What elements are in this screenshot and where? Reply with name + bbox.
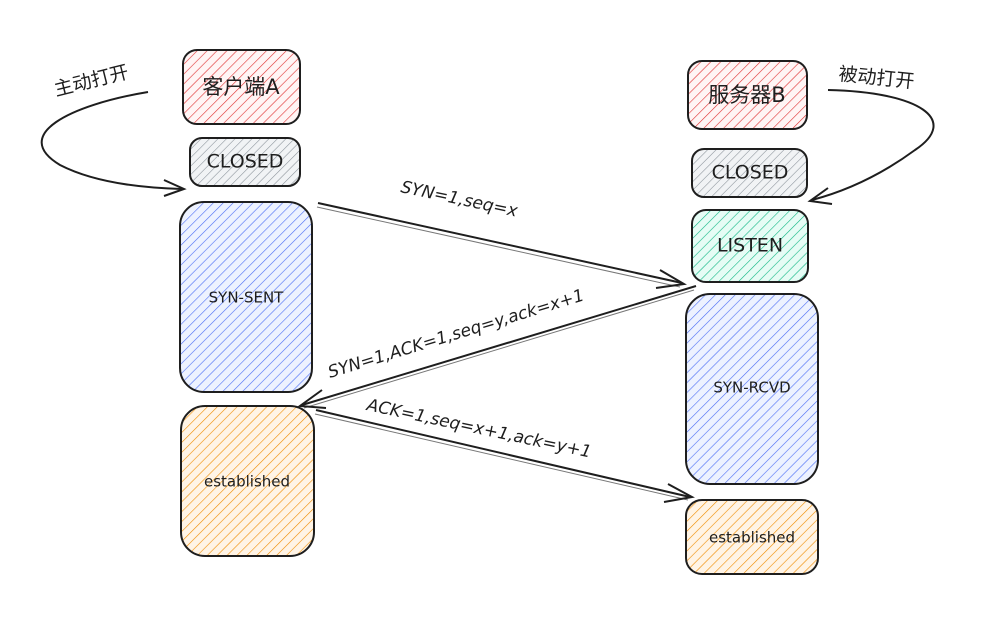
message-ack-arrow	[315, 409, 691, 498]
message-syn-ack-arrow	[301, 285, 697, 406]
server-title: 服务器B	[708, 83, 785, 107]
message-ack: ACK=1,seq=x+1,ack=y+1	[314, 395, 695, 503]
server-title-box	[687, 60, 808, 130]
server-state-closed-box	[691, 148, 808, 198]
server-state-listen: LISTEN	[717, 235, 783, 257]
active-open-label: 主动打开	[52, 61, 131, 101]
server-state-established-box	[685, 499, 819, 575]
passive-open-arrowhead	[807, 187, 833, 205]
client-state-syn-sent-box	[179, 201, 313, 393]
active-open-annotation: 主动打开	[40, 61, 187, 197]
client-state-established: established	[204, 473, 290, 491]
server-state-syn-rcvd: SYN-RCVD	[713, 379, 790, 397]
server-column: 服务器B CLOSED LISTEN SYN-RCVD established	[685, 60, 819, 575]
message-syn: SYN=1,seq=x	[316, 177, 687, 289]
server-state-syn-rcvd-box	[685, 293, 819, 485]
passive-open-label: 被动打开	[837, 63, 915, 93]
active-open-arrowhead	[163, 179, 187, 197]
client-column: 客户端A CLOSED SYN-SENT established	[179, 49, 315, 557]
message-ack-arrowhead	[663, 483, 695, 503]
client-title: 客户端A	[202, 75, 280, 99]
passive-open-annotation: 被动打开	[807, 63, 935, 205]
message-syn-arrow	[317, 202, 683, 284]
active-open-arrow	[40, 91, 183, 190]
server-state-closed: CLOSED	[712, 162, 789, 184]
message-syn-ack-arrowhead	[297, 389, 327, 409]
passive-open-arrow	[811, 89, 935, 201]
message-syn-arrowhead	[655, 269, 687, 289]
client-state-closed: CLOSED	[207, 151, 284, 173]
server-state-listen-box	[691, 209, 809, 283]
client-state-established-box	[180, 405, 315, 557]
client-state-syn-sent: SYN-SENT	[209, 289, 285, 307]
message-syn-label: SYN=1,seq=x	[399, 177, 520, 221]
client-state-closed-box	[189, 137, 301, 187]
client-title-box	[182, 49, 301, 125]
server-state-established: established	[709, 529, 795, 547]
message-syn-ack: SYN=1,ACK=1,seq=y,ack=x+1	[297, 285, 697, 409]
